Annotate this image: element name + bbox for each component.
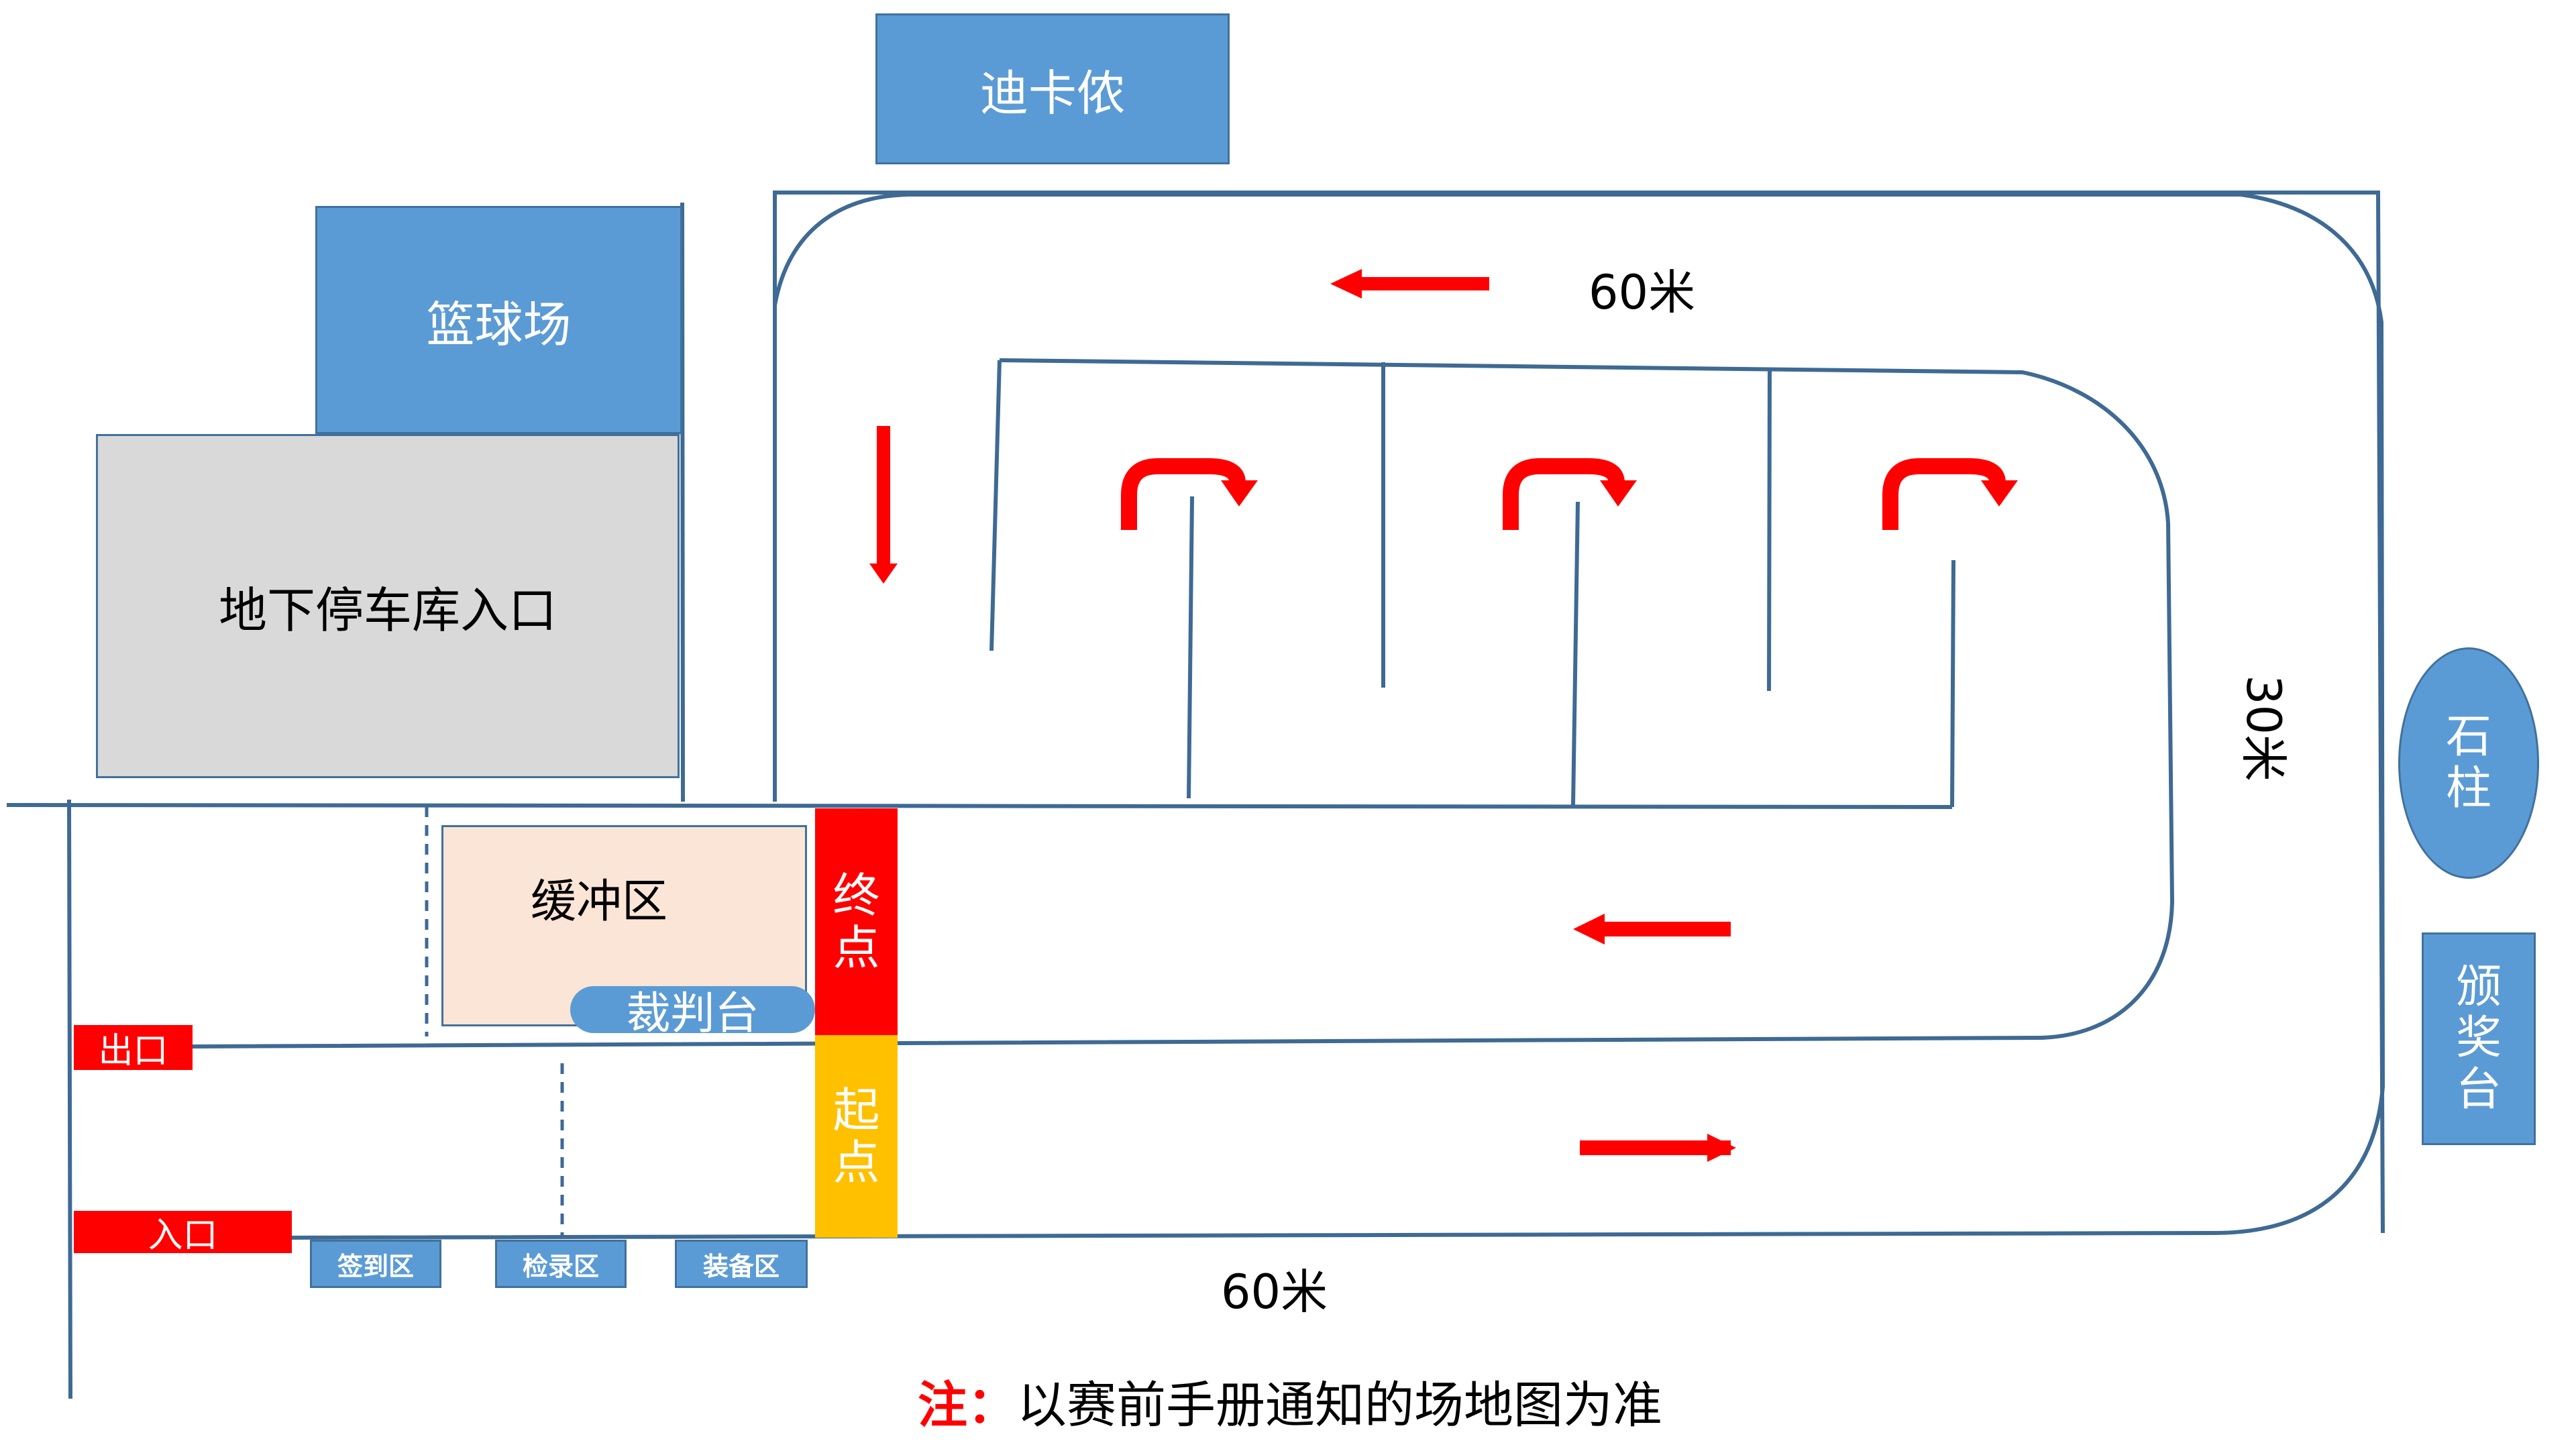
left-vertical-line xyxy=(67,799,72,1399)
uturn-arrow-1 xyxy=(1121,458,1246,530)
signin-label: 签到区 xyxy=(337,1251,414,1281)
divider-3 xyxy=(1767,370,1772,692)
direction-arrows xyxy=(869,269,1736,1162)
arrow-left-middle xyxy=(1573,914,1731,945)
finish-line: 终 点 xyxy=(815,808,898,1035)
note-prefix: 注： xyxy=(918,1377,1017,1434)
parking-wall xyxy=(680,202,685,802)
finish-label: 终 点 xyxy=(833,867,880,975)
equipment-label: 装备区 xyxy=(702,1251,780,1281)
buffer-label: 缓冲区 xyxy=(531,875,668,928)
signin-zone: 签到区 xyxy=(310,1240,441,1288)
ground-line xyxy=(6,803,1953,809)
divider-5 xyxy=(1571,501,1580,806)
arrow-left-top xyxy=(1330,269,1489,299)
divider-1 xyxy=(989,360,1002,651)
exit-label: 出口 xyxy=(98,1031,168,1071)
checkin-label: 检录区 xyxy=(522,1251,599,1281)
outer-frame xyxy=(773,191,2385,1234)
divider-4 xyxy=(1187,496,1194,799)
divider-6 xyxy=(1950,559,1955,808)
basketball-label: 篮球场 xyxy=(426,296,572,353)
outer-track-curve xyxy=(288,193,2385,1240)
start-label: 起 点 xyxy=(833,1082,880,1190)
referee-table: 裁判台 xyxy=(570,986,815,1039)
start-line: 起 点 xyxy=(815,1035,898,1238)
equipment-zone: 装备区 xyxy=(675,1240,808,1288)
stone-pillar: 石 柱 xyxy=(2398,647,2539,879)
top-length-label: 60米 xyxy=(1589,265,1696,320)
dikanong-label: 迪卡侬 xyxy=(979,65,1125,121)
parking-entrance: 地下停车库入口 xyxy=(96,434,680,778)
uturn-arrow-3 xyxy=(1882,458,2006,530)
entrance-label: 入口 xyxy=(148,1216,218,1256)
exit-sign: 出口 xyxy=(74,1025,193,1071)
dikanong-building: 迪卡侬 xyxy=(875,13,1230,164)
uturn-heads xyxy=(1221,480,2018,506)
inner-track-curve xyxy=(191,358,2175,1049)
uturn-arrows xyxy=(1121,458,2006,530)
arrow-down-left xyxy=(869,426,898,584)
entrance-sign: 入口 xyxy=(74,1211,292,1256)
stone-pillar-label: 石 柱 xyxy=(2445,710,2491,815)
award-stage: 颁 奖 台 xyxy=(2422,932,2536,1145)
note-text: 以赛前手册通知的场地图为准 xyxy=(1017,1377,1662,1434)
basketball-court: 篮球场 xyxy=(315,206,682,434)
side-width-label: 30米 xyxy=(2236,674,2292,782)
arrow-right-bottom xyxy=(1580,1134,1736,1162)
checkin-zone: 检录区 xyxy=(495,1240,627,1288)
dashed-lines xyxy=(425,806,564,1236)
referee-label: 裁判台 xyxy=(626,987,759,1039)
uturn-arrow-2 xyxy=(1503,458,1625,530)
note: 注：以赛前手册通知的场地图为准 xyxy=(918,1365,1662,1437)
track-lines xyxy=(6,191,2385,1399)
bottom-length-label: 60米 xyxy=(1221,1265,1328,1320)
parking-label: 地下停车库入口 xyxy=(218,582,557,639)
award-stage-label: 颁 奖 台 xyxy=(2455,961,2502,1116)
